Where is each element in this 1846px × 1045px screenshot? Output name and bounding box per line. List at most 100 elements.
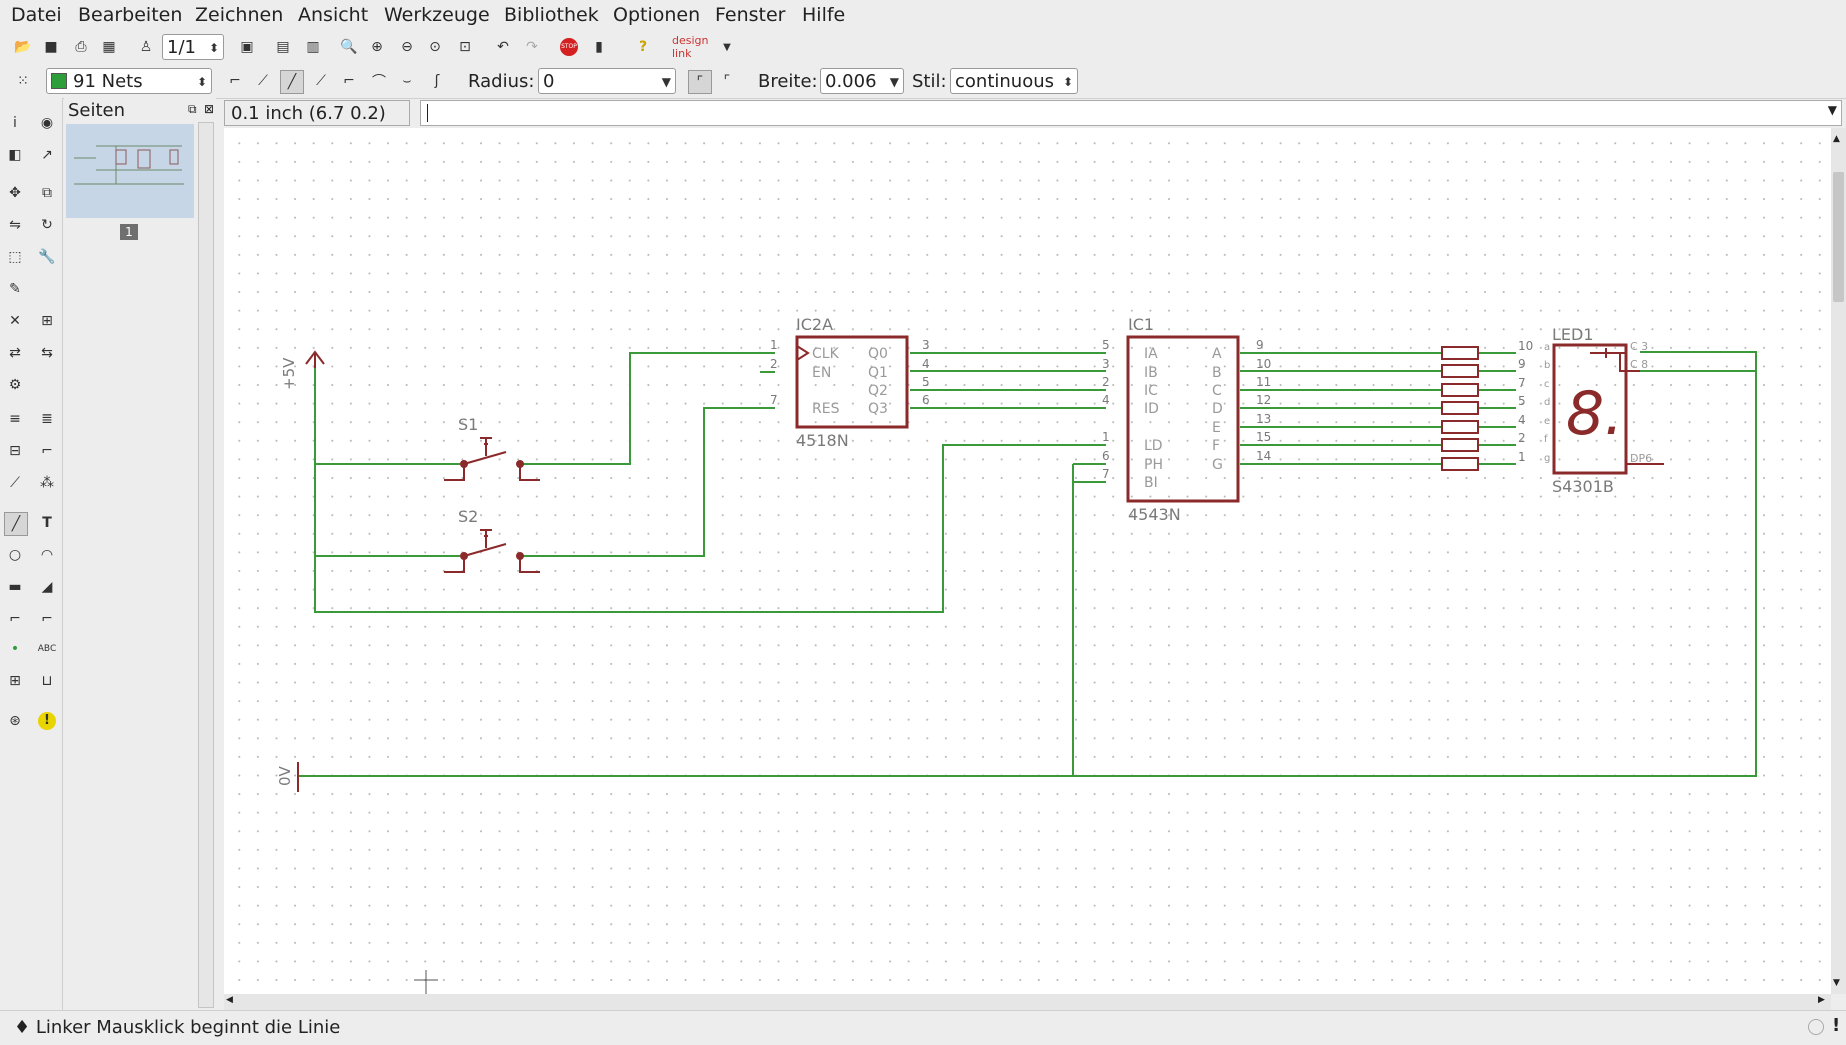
led-display-symbol[interactable] — [1552, 343, 1628, 475]
zoom-out-icon[interactable]: ⊖ — [401, 39, 413, 55]
menu-hilfe[interactable]: Hilfe — [802, 4, 846, 26]
menu-werkzeuge[interactable]: Werkzeuge — [384, 4, 490, 26]
board-icon[interactable]: ▣ — [240, 39, 254, 55]
miter-icon[interactable]: ⌐ — [41, 443, 53, 459]
designlink-icon[interactable]: design link — [672, 34, 709, 60]
undo-icon[interactable]: ↶ — [497, 39, 509, 55]
script-icon[interactable]: ♙ — [139, 39, 153, 55]
page-thumbnail[interactable] — [66, 124, 194, 218]
canvas-horizontal-scrollbar[interactable]: ◀ ▶ — [224, 994, 1831, 1010]
bend-arc2-icon[interactable]: ⌣ — [402, 73, 412, 89]
command-input[interactable]: ▼ — [420, 100, 1842, 126]
dimension-tool-icon[interactable]: ⊔ — [41, 673, 53, 689]
name-icon[interactable]: ≡ — [9, 411, 21, 427]
schematic-canvas[interactable]: +5V 0V S1 S2 IC2A 4518N CLK EN RES Q0 Q1… — [224, 128, 1831, 994]
rotate-icon[interactable]: ↻ — [41, 217, 53, 233]
delete-icon[interactable]: ✕ — [9, 313, 21, 329]
net-tool-icon[interactable]: ⌐ — [41, 611, 53, 627]
pages-scrollbar[interactable] — [198, 122, 214, 1008]
library-icon[interactable]: ▤ — [276, 39, 290, 55]
label-tool-icon[interactable]: ABC — [37, 644, 57, 654]
bend-arc-icon[interactable]: ⌒ — [372, 74, 386, 90]
zoom-fit-icon[interactable]: 🔍 — [340, 39, 358, 55]
grid-icon[interactable]: ⁙ — [17, 73, 29, 89]
cap-round-icon[interactable]: ⌜ — [688, 70, 712, 94]
replace-icon[interactable]: ⚙ — [8, 377, 22, 393]
gateswap-icon[interactable]: ⇆ — [41, 345, 53, 361]
add-icon[interactable]: ⊞ — [41, 313, 53, 329]
chevron-down-icon[interactable]: ▼ — [1827, 103, 1837, 117]
move-icon[interactable]: ✥ — [9, 185, 21, 201]
pinswap-icon[interactable]: ⇄ — [9, 345, 21, 361]
stop-icon[interactable]: STOP — [558, 36, 580, 58]
zoom-in-icon[interactable]: ⊕ — [371, 39, 383, 55]
value-icon[interactable]: ≣ — [41, 411, 53, 427]
mark-icon[interactable]: ↗ — [41, 147, 53, 163]
net-class-select[interactable]: 91 Nets⬍ — [46, 68, 212, 94]
split-icon[interactable]: ⟋ — [10, 475, 20, 491]
eye-icon[interactable]: ◉ — [40, 115, 54, 131]
invoke-icon[interactable]: ⁂ — [40, 475, 54, 491]
redo-icon[interactable]: ↷ — [526, 39, 538, 55]
zoom-redraw-icon[interactable]: ⊙ — [429, 39, 441, 55]
menu-zeichnen[interactable]: Zeichnen — [195, 4, 284, 26]
group-icon[interactable]: ⬚ — [8, 249, 22, 265]
chevron-down-icon[interactable]: ▼ — [723, 41, 731, 53]
rect-tool-icon[interactable]: ▬ — [8, 579, 22, 595]
menu-fenster[interactable]: Fenster — [715, 4, 786, 26]
copy-icon[interactable]: ⧉ — [42, 185, 52, 201]
menu-ansicht[interactable]: Ansicht — [298, 4, 369, 26]
undock-icon[interactable]: ⧉ — [188, 102, 197, 116]
menu-bearbeiten[interactable]: Bearbeiten — [78, 4, 183, 26]
menu-bibliothek[interactable]: Bibliothek — [504, 4, 599, 26]
radius-input[interactable]: 0▼ — [538, 68, 676, 94]
info-icon[interactable]: i — [13, 115, 17, 131]
change-icon[interactable]: 🔧 — [38, 249, 56, 265]
erc-icon[interactable]: ⊛ — [9, 713, 21, 729]
smash-icon[interactable]: ⊟ — [9, 443, 21, 459]
mirror-icon[interactable]: ⇋ — [9, 217, 21, 233]
bus-tool-icon[interactable]: ⌐ — [9, 611, 21, 627]
paste-icon[interactable]: ✎ — [9, 281, 21, 297]
line-tool-icon[interactable]: ╱ — [4, 512, 28, 536]
ic2a-symbol[interactable] — [795, 335, 909, 429]
go-icon[interactable]: ▮ — [595, 39, 603, 55]
menu-optionen[interactable]: Optionen — [613, 4, 701, 26]
ulp-icon[interactable]: ▥ — [306, 39, 320, 55]
page-number-badge[interactable]: 1 — [120, 224, 138, 240]
zoom-select-icon[interactable]: ⊡ — [459, 39, 471, 55]
close-icon[interactable]: ⊠ — [204, 102, 215, 116]
bend-90-icon[interactable]: ⌐ — [229, 73, 241, 89]
save-icon[interactable]: ■ — [44, 39, 58, 55]
page-select[interactable]: 1/1⬍ — [162, 34, 224, 60]
switch-s1[interactable] — [444, 437, 540, 481]
print-icon[interactable]: ⎙ — [75, 39, 87, 55]
bend-90b-icon[interactable]: ⌐ — [343, 73, 355, 89]
bend-straight-icon[interactable]: ╱ — [280, 70, 304, 94]
attribute-tool-icon[interactable]: ⊞ — [9, 673, 21, 689]
open-icon[interactable]: 📂 — [14, 39, 32, 55]
errors-icon[interactable]: ! — [36, 710, 58, 732]
junction-tool-icon[interactable]: • — [10, 641, 20, 657]
bend-45-icon[interactable]: ⟋ — [258, 73, 268, 89]
bend-45b-icon[interactable]: ⟋ — [316, 73, 326, 89]
help-icon[interactable]: ? — [638, 39, 648, 55]
arc-tool-icon[interactable]: ◠ — [40, 547, 54, 563]
cap-flat-icon[interactable]: ⌜ — [723, 73, 731, 89]
text-tool-icon[interactable]: T — [42, 515, 52, 531]
switch-s2[interactable] — [444, 529, 540, 573]
ic1-symbol[interactable] — [1126, 335, 1240, 503]
polygon-tool-icon[interactable]: ◢ — [41, 579, 53, 595]
width-input[interactable]: 0.006▼ — [820, 68, 904, 94]
resistor-array[interactable] — [1441, 346, 1479, 471]
vertical-scroll-thumb[interactable] — [1833, 172, 1844, 302]
style-select[interactable]: continuous⬍ — [950, 68, 1078, 94]
cam-icon[interactable]: ▦ — [102, 39, 116, 55]
bend-free-icon[interactable]: ʃ — [434, 73, 440, 89]
menu-datei[interactable]: Datei — [11, 4, 62, 26]
ic1-pin-id: ID — [1144, 401, 1159, 417]
warning-icon[interactable]: ! — [1832, 1015, 1841, 1036]
circle-tool-icon[interactable]: ○ — [8, 547, 22, 563]
canvas-vertical-scrollbar[interactable]: ▲ ▼ — [1831, 128, 1846, 994]
layer-icon[interactable]: ◧ — [8, 147, 22, 163]
